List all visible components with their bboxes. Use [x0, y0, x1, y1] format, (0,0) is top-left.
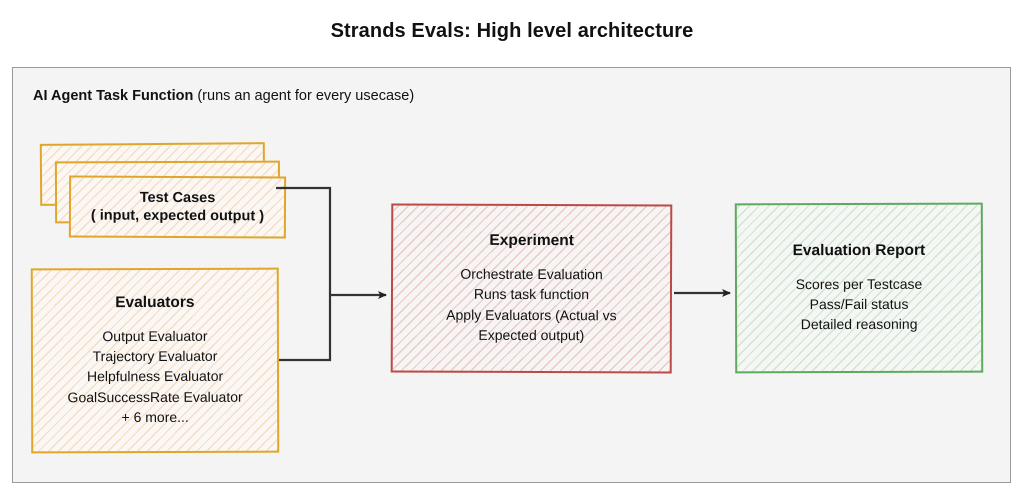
node-line: GoalSuccessRate Evaluator — [67, 388, 243, 405]
node-line: Trajectory Evaluator — [92, 348, 218, 365]
container-header-title: AI Agent Task Function — [33, 88, 194, 104]
node-line: Expected output) — [478, 326, 585, 343]
node-line: + 6 more... — [121, 408, 189, 425]
evaluation-report-title: Evaluation Report — [792, 241, 926, 260]
node-line: Pass/Fail status — [809, 295, 909, 313]
node-line: Scores per Testcase — [795, 275, 923, 293]
node-line: Apply Evaluators (Actual vs — [446, 306, 617, 323]
node-line: Orchestrate Evaluation — [460, 266, 603, 283]
experiment-title: Experiment — [489, 232, 574, 250]
test-cases-title: Test Cases — [139, 189, 216, 207]
evaluators-title: Evaluators — [115, 294, 195, 312]
container-header-note: (runs an agent for every usecase) — [193, 88, 415, 104]
node-line: Runs task function — [473, 286, 590, 303]
node-line: Helpfulness Evaluator — [86, 368, 224, 385]
node-line: Detailed reasoning — [800, 315, 918, 333]
container-header: AI Agent Task Function (runs an agent fo… — [33, 88, 414, 104]
test-cases-subtitle: ( input, expected output ) — [90, 207, 265, 225]
page-title: Strands Evals: High level architecture — [330, 20, 694, 42]
test-cases-node[interactable]: Test Cases ( input, expected output ) — [68, 175, 287, 239]
node-line: Output Evaluator — [102, 328, 208, 345]
